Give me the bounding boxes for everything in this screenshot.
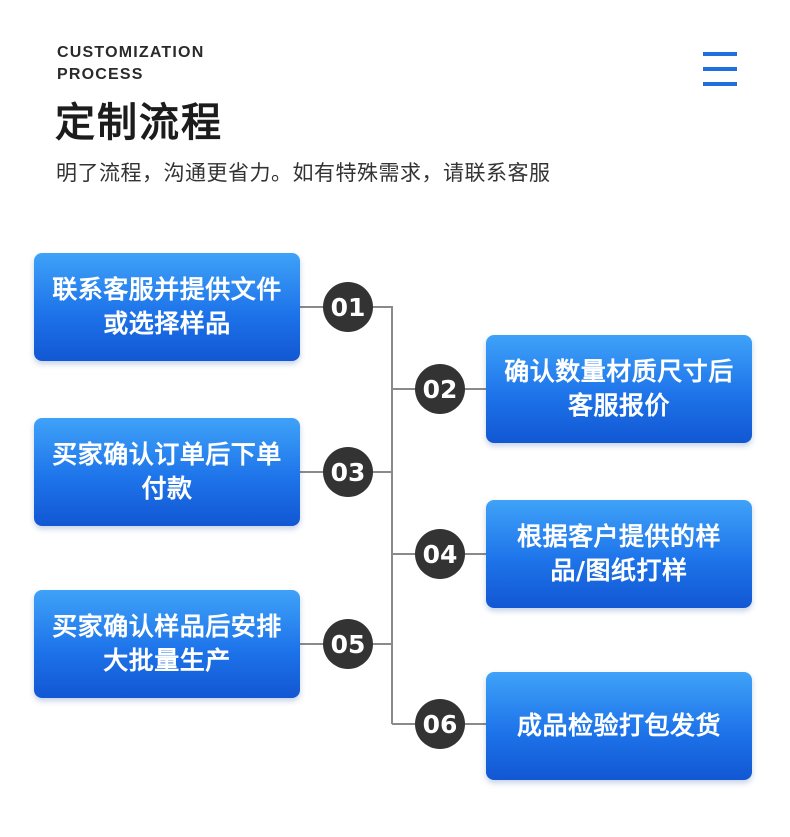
page-subtitle: 明了流程，沟通更省力。如有特殊需求，请联系客服 xyxy=(56,161,551,185)
step-number-01: 01 xyxy=(323,282,373,332)
step-number-03: 03 xyxy=(323,447,373,497)
english-title: CUSTOMIZATION PROCESS xyxy=(57,42,204,86)
english-title-line-1: CUSTOMIZATION xyxy=(57,44,205,61)
step-number-02: 02 xyxy=(415,364,465,414)
step-text-04: 根据客户提供的样品/图纸打样 xyxy=(516,522,721,585)
step-text-06: 成品检验打包发货 xyxy=(516,711,721,740)
english-title-line-2: PROCESS xyxy=(57,66,144,83)
step-box-04: 根据客户提供的样品/图纸打样 xyxy=(486,500,752,608)
step-box-06: 成品检验打包发货 xyxy=(486,672,752,780)
timeline-vertical-line xyxy=(391,306,393,724)
step-number-06: 06 xyxy=(415,699,465,749)
hamburger-menu-icon[interactable] xyxy=(703,52,737,86)
step-text-01: 联系客服并提供文件或选择样品 xyxy=(52,275,282,338)
step-number-05: 05 xyxy=(323,619,373,669)
step-box-02: 确认数量材质尺寸后客服报价 xyxy=(486,335,752,443)
step-box-01: 联系客服并提供文件或选择样品 xyxy=(34,253,300,361)
page-title: 定制流程 xyxy=(55,100,223,146)
step-text-02: 确认数量材质尺寸后客服报价 xyxy=(504,357,734,420)
step-number-04: 04 xyxy=(415,529,465,579)
step-text-05: 买家确认样品后安排大批量生产 xyxy=(52,612,282,675)
step-text-03: 买家确认订单后下单付款 xyxy=(52,440,282,503)
step-box-03: 买家确认订单后下单付款 xyxy=(34,418,300,526)
step-box-05: 买家确认样品后安排大批量生产 xyxy=(34,590,300,698)
